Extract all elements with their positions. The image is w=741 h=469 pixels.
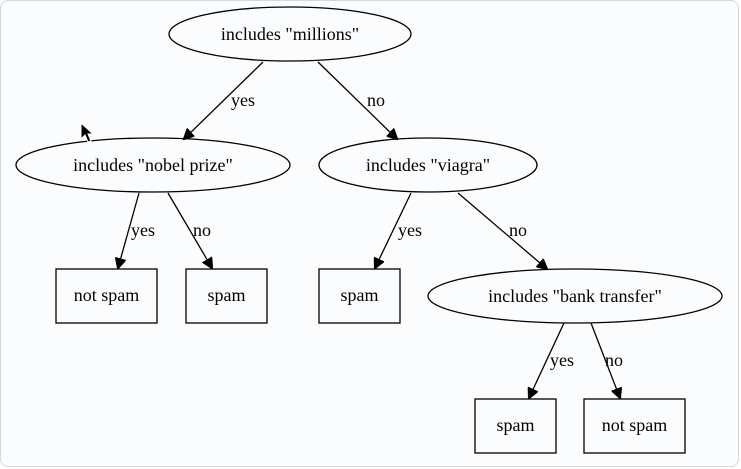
leaf-label: not spam bbox=[602, 415, 668, 435]
edge-bank-to-spam: yes bbox=[529, 322, 574, 398]
mouse-cursor-icon bbox=[80, 121, 95, 143]
leaf-label: spam bbox=[341, 285, 379, 305]
leaf-label: spam bbox=[497, 415, 535, 435]
edge-label-no: no bbox=[367, 90, 385, 110]
edge-viagra-to-bank: no bbox=[457, 192, 547, 269]
node-includes-nobel-prize: includes "nobel prize" bbox=[15, 137, 291, 193]
leaf-label: not spam bbox=[74, 285, 140, 305]
edge-nobel-to-not-spam: yes bbox=[118, 192, 155, 268]
edge-label-no: no bbox=[193, 220, 211, 240]
edge-viagra-to-spam: yes bbox=[375, 192, 422, 268]
node-includes-bank-transfer: includes "bank transfer" bbox=[427, 268, 723, 324]
edge-root-to-viagra: no bbox=[317, 61, 397, 139]
edge-label-yes: yes bbox=[398, 220, 422, 240]
node-label: includes "millions" bbox=[221, 24, 359, 44]
node-includes-viagra: includes "viagra" bbox=[318, 137, 538, 193]
leaf-spam: spam bbox=[185, 268, 268, 324]
leaf-not-spam: not spam bbox=[583, 398, 686, 454]
leaf-not-spam: not spam bbox=[55, 268, 158, 324]
edge-root-to-nobel: yes bbox=[184, 61, 264, 139]
edge-label-no: no bbox=[509, 220, 527, 240]
node-label: includes "bank transfer" bbox=[488, 286, 662, 306]
node-label: includes "viagra" bbox=[366, 155, 490, 175]
edge-nobel-to-spam: no bbox=[167, 192, 212, 268]
edge-bank-to-not-spam: no bbox=[590, 322, 623, 398]
leaf-label: spam bbox=[208, 285, 246, 305]
edge-label-yes: yes bbox=[550, 350, 574, 370]
edge-label-yes: yes bbox=[131, 220, 155, 240]
edge-label-yes: yes bbox=[231, 90, 255, 110]
node-label: includes "nobel prize" bbox=[73, 155, 233, 175]
edge-label-no: no bbox=[605, 350, 623, 370]
leaf-spam: spam bbox=[474, 398, 557, 454]
node-includes-millions: includes "millions" bbox=[168, 6, 412, 62]
leaf-spam: spam bbox=[318, 268, 401, 324]
